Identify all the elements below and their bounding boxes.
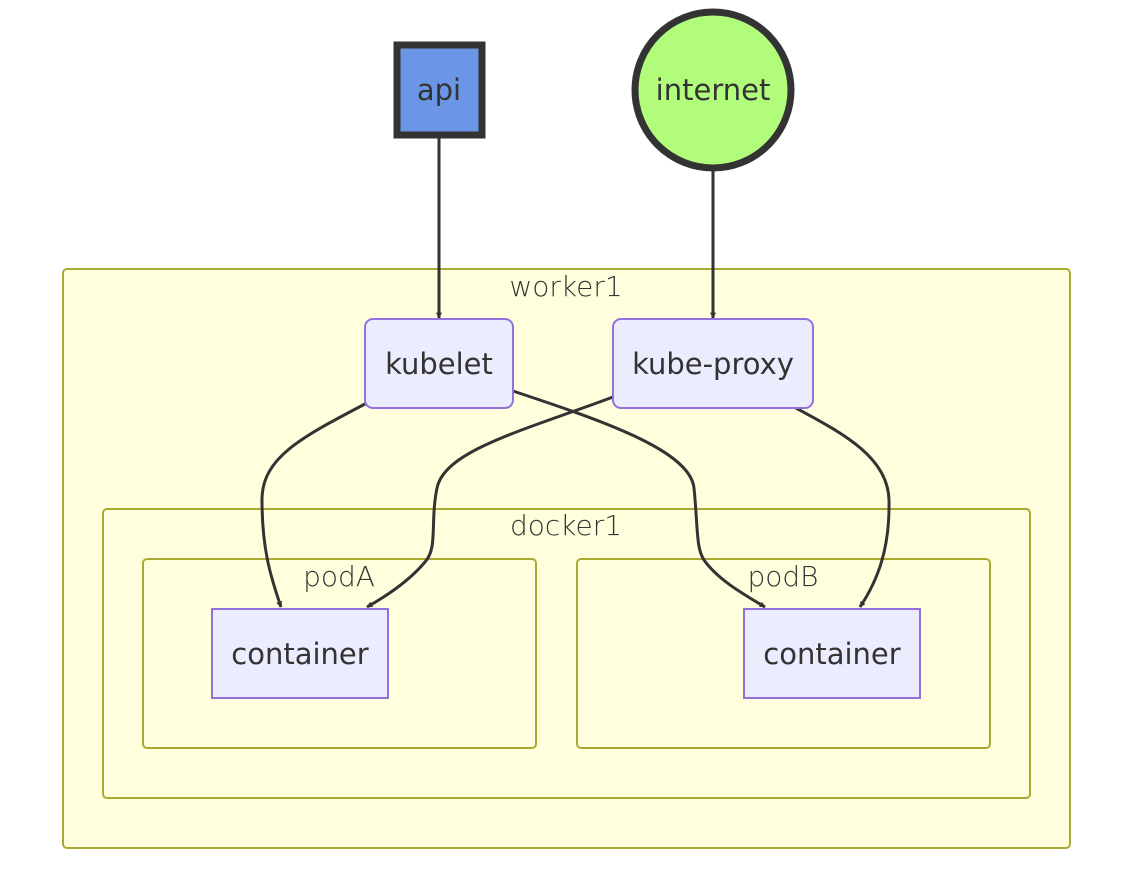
edge-kubelet-to-container-a [260,402,366,608]
kubelet-box [364,318,514,409]
cluster-podB-label: podB [747,560,818,593]
api-box [393,41,486,139]
container-a-box [211,608,389,699]
edge-kube-proxy-to-container-b [795,406,891,608]
edge-kube-proxy-to-container-a [366,395,614,609]
cluster-podA-label: podA [303,560,375,593]
cluster-docker1-label: docker1 [510,509,622,542]
edge-kubelet-to-container-b [512,389,766,609]
node-kube-proxy[interactable]: kube-proxy [612,318,814,409]
node-container-a[interactable]: container [211,608,389,699]
cluster-worker1-label: worker1 [509,270,622,303]
node-container-b-label: container [763,637,900,671]
node-api[interactable]: api [393,41,486,139]
node-kube-proxy-label: kube-proxy [632,347,794,381]
node-kubelet[interactable]: kubelet [364,318,514,409]
node-api-label: api [417,73,461,107]
kube-proxy-box [612,318,814,409]
node-kubelet-label: kubelet [385,347,493,381]
container-b-box [743,608,921,699]
node-internet[interactable]: internet [631,8,795,172]
internet-circle [631,8,795,172]
node-internet-label: internet [656,73,771,107]
node-container-a-label: container [231,637,368,671]
node-container-b[interactable]: container [743,608,921,699]
